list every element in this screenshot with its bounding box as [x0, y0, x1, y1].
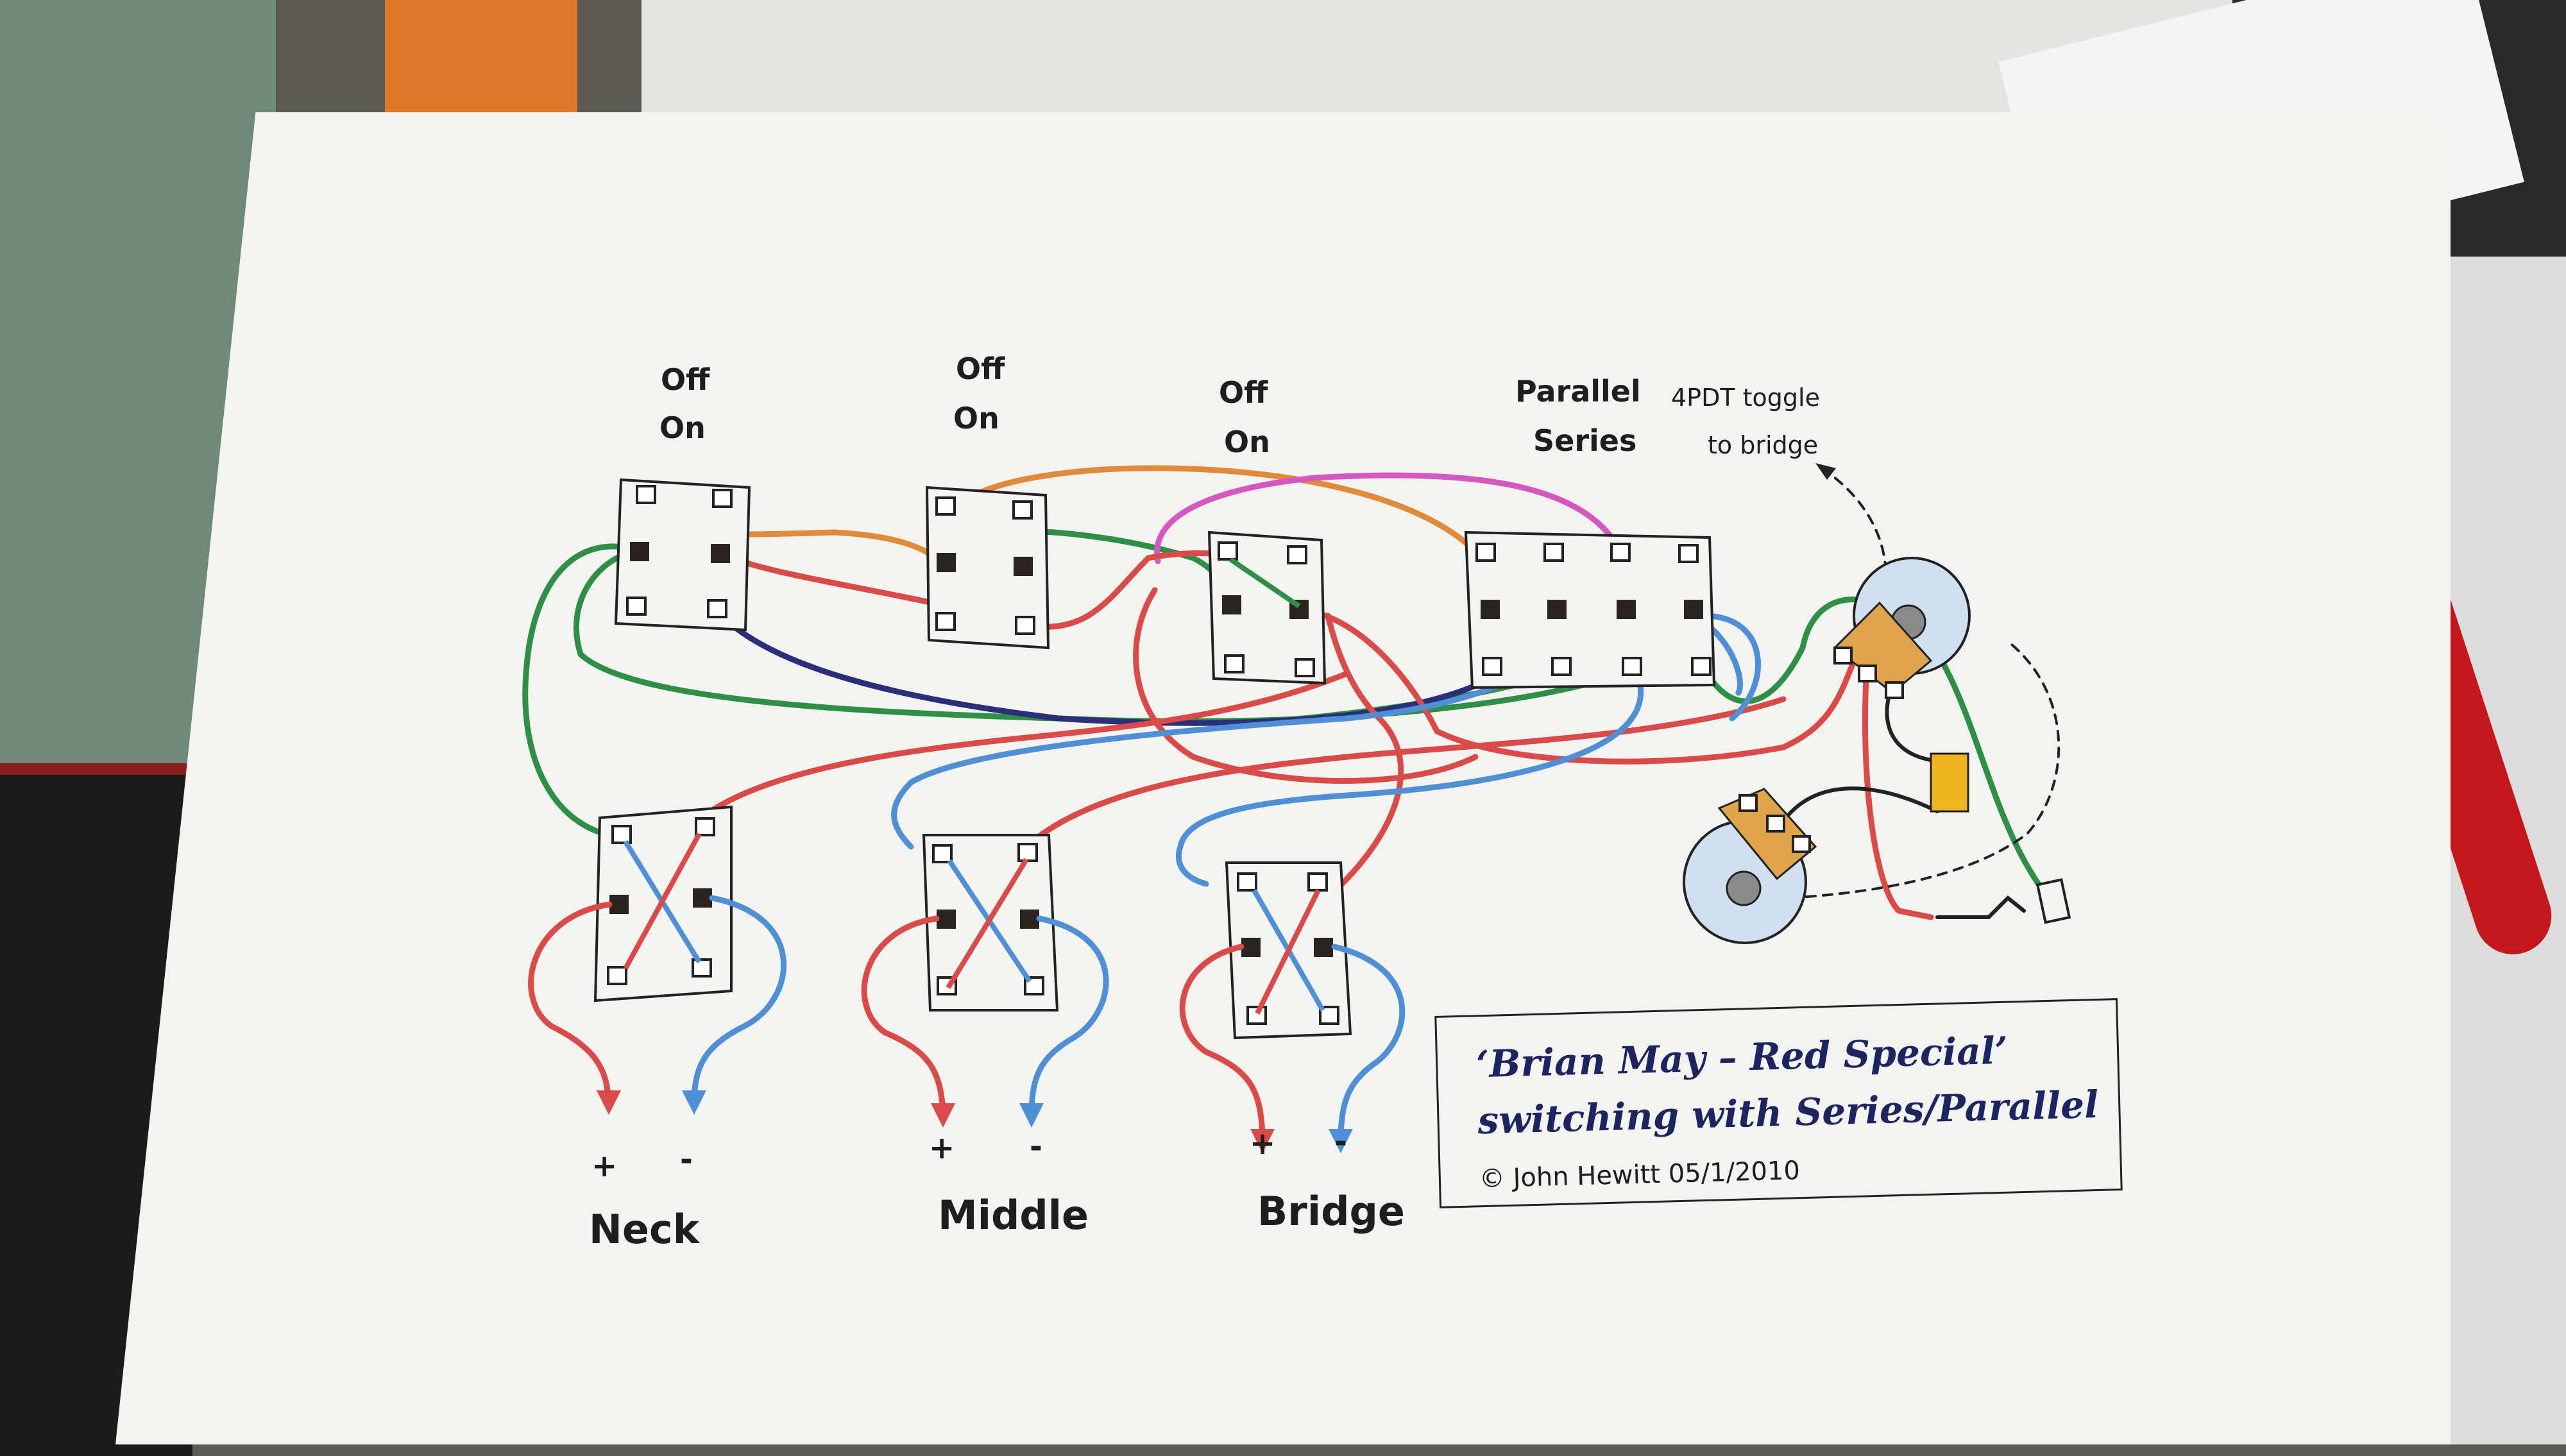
output-jack	[2035, 878, 2071, 924]
tone-pot	[1683, 788, 1817, 944]
wire-orange	[944, 465, 1479, 555]
wire-black	[1781, 786, 1939, 823]
capacitor	[1930, 752, 1969, 813]
copyright-line: © John Hewitt 05/1/2010	[1479, 1156, 1801, 1194]
switch3-label-off: Off	[1219, 375, 1268, 410]
switch4-label-series: Series	[1533, 423, 1637, 458]
wire-black	[1935, 895, 2026, 919]
title-line-1: ‘Brian May – Red Special’	[1475, 1028, 2009, 1087]
switch2-label-on: On	[953, 401, 999, 436]
phase-switch-bridge	[1225, 861, 1352, 1040]
wire-red	[1325, 613, 1404, 888]
bridge-minus: -	[1334, 1124, 1347, 1160]
switch-2	[925, 486, 1050, 650]
middle-plus: +	[929, 1130, 955, 1166]
dashed-link	[1789, 640, 2060, 899]
neck-plus: +	[591, 1148, 618, 1184]
wire-green	[522, 543, 642, 840]
toggle-note-line1: 4PDT toggle	[1671, 384, 1820, 412]
switch-4pdt	[1464, 530, 1716, 690]
switch2-label-off: Off	[956, 351, 1005, 386]
title-box: ‘Brian May – Red Special’ switching with…	[1434, 998, 2123, 1208]
dashed-link	[1821, 467, 1887, 579]
pickup-name-neck: Neck	[589, 1206, 699, 1253]
wire-blue	[1175, 667, 1644, 887]
volume-pot	[1833, 557, 1971, 699]
wire-red	[717, 550, 1254, 630]
orange-tool	[385, 0, 577, 128]
wire-green	[573, 547, 1639, 725]
neck-minus: -	[680, 1142, 693, 1178]
toggle-note-line2: to bridge	[1708, 431, 1819, 459]
phase-switch-middle	[922, 834, 1059, 1012]
phase-switch-neck	[593, 805, 733, 1003]
wire-red	[1133, 587, 1479, 784]
wire-red	[1023, 696, 1787, 850]
pickup-name-bridge: Bridge	[1257, 1188, 1405, 1235]
wire-pink	[1154, 472, 1623, 564]
wire-red	[1862, 664, 1934, 920]
arrowhead	[1815, 463, 1836, 480]
middle-minus: -	[1030, 1129, 1042, 1165]
wire-green	[1700, 596, 1864, 704]
bridge-plus: +	[1250, 1126, 1276, 1162]
switch-1	[614, 478, 751, 632]
wire-blue	[1700, 613, 1761, 722]
switch4-label-parallel: Parallel	[1515, 374, 1641, 409]
lead-arrows	[597, 1090, 1353, 1153]
switch1-label-off: Off	[661, 362, 710, 397]
title-line-2: switching with Series/Parallel	[1477, 1082, 2099, 1143]
wire-red	[702, 670, 1350, 818]
switch3-label-on: On	[1224, 425, 1270, 459]
wire-red	[1296, 606, 1876, 765]
switch-3	[1207, 530, 1327, 685]
pickup-name-middle: Middle	[938, 1192, 1089, 1239]
switch1-label-on: On	[659, 411, 706, 445]
